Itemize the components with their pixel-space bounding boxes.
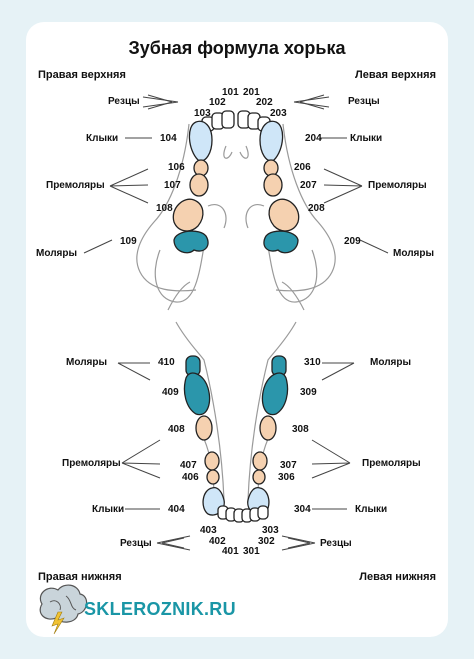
number-203: 203 <box>270 108 287 119</box>
label-premolars-lower-right: Премоляры <box>62 458 121 469</box>
brain-logo-icon <box>39 584 88 635</box>
number-402: 402 <box>209 536 226 547</box>
brand-name[interactable]: SKLEROZNIK.RU <box>84 599 236 619</box>
number-310: 310 <box>304 357 321 368</box>
number-206: 206 <box>294 162 311 173</box>
number-106: 106 <box>168 162 185 173</box>
label-incisors-upper-right: Резцы <box>108 96 140 107</box>
label-canines-lower-right: Клыки <box>92 504 125 515</box>
number-308: 308 <box>292 424 309 435</box>
tooth-209 <box>263 230 299 254</box>
diagram-sheet <box>26 22 448 637</box>
number-209: 209 <box>344 236 361 247</box>
number-109: 109 <box>120 236 137 247</box>
tooth-408 <box>195 415 213 441</box>
label-canines-upper-right: Клыки <box>86 133 119 144</box>
tooth-207 <box>263 173 283 197</box>
label-canines-upper-left: Клыки <box>350 133 383 144</box>
tooth-406 <box>206 469 220 485</box>
tooth-107 <box>189 173 209 197</box>
number-403: 403 <box>200 525 217 536</box>
tooth-108 <box>172 198 204 232</box>
tooth-409 <box>183 372 211 416</box>
number-306: 306 <box>278 472 295 483</box>
number-102: 102 <box>209 97 226 108</box>
number-409: 409 <box>162 387 179 398</box>
number-104: 104 <box>160 133 177 144</box>
number-408: 408 <box>168 424 185 435</box>
number-208: 208 <box>308 203 325 214</box>
upper-right-quadrant-label: Правая верхняя <box>38 69 126 81</box>
lower-molars <box>183 355 289 416</box>
label-incisors-lower-left: Резцы <box>320 538 352 549</box>
number-301: 301 <box>243 546 260 557</box>
label-premolars-upper-right: Премоляры <box>46 180 105 191</box>
number-404: 404 <box>168 504 185 515</box>
tooth-104 <box>188 120 213 162</box>
number-304: 304 <box>294 504 311 515</box>
number-107: 107 <box>164 180 181 191</box>
lower-left-quadrant-label: Левая нижняя <box>359 571 436 583</box>
tooth-101 <box>221 110 235 129</box>
number-303: 303 <box>262 525 279 536</box>
label-molars-lower-right: Моляры <box>66 357 108 368</box>
label-incisors-lower-right: Резцы <box>120 538 152 549</box>
number-407: 407 <box>180 460 197 471</box>
label-molars-upper-right: Моляры <box>36 248 78 259</box>
upper-molars <box>173 230 299 254</box>
label-premolars-upper-left: Премоляры <box>368 180 427 191</box>
tooth-303 <box>257 505 269 520</box>
number-307: 307 <box>280 460 297 471</box>
number-108: 108 <box>156 203 173 214</box>
tooth-204 <box>259 120 284 162</box>
number-204: 204 <box>305 133 322 144</box>
number-309: 309 <box>300 387 317 398</box>
label-premolars-lower-left: Премоляры <box>362 458 421 469</box>
leader-lines <box>83 94 389 551</box>
upper-left-quadrant-label: Левая верхняя <box>355 69 436 81</box>
number-201: 201 <box>243 87 260 98</box>
lower-right-quadrant-label: Правая нижняя <box>38 571 122 583</box>
number-202: 202 <box>256 97 273 108</box>
tooth-308 <box>259 415 277 441</box>
upper-premolars <box>172 159 300 232</box>
tooth-309 <box>261 372 289 416</box>
label-molars-upper-left: Моляры <box>393 248 435 259</box>
number-406: 406 <box>182 472 199 483</box>
number-101: 101 <box>222 87 239 98</box>
number-302: 302 <box>258 536 275 547</box>
lower-incisors <box>217 505 269 523</box>
number-207: 207 <box>300 180 317 191</box>
upper-skull-outline <box>136 123 336 311</box>
label-molars-lower-left: Моляры <box>370 357 412 368</box>
label-canines-lower-left: Клыки <box>355 504 388 515</box>
page-title: Зубная формула хорька <box>128 38 346 58</box>
number-410: 410 <box>158 357 175 368</box>
upper-incisors <box>201 110 271 132</box>
tooth-208 <box>268 198 300 232</box>
tooth-109 <box>173 230 209 254</box>
lower-premolars <box>195 415 277 485</box>
tooth-407 <box>204 451 220 471</box>
number-103: 103 <box>194 108 211 119</box>
tooth-307 <box>252 451 268 471</box>
label-incisors-upper-left: Резцы <box>348 96 380 107</box>
number-401: 401 <box>222 546 239 557</box>
tooth-306 <box>252 469 266 485</box>
